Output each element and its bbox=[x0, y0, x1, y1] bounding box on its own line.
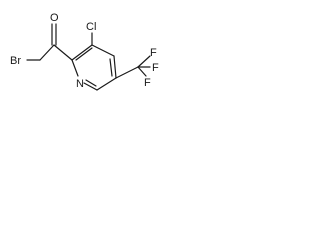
bond-c5-cf3 bbox=[115, 66, 139, 79]
atom-fluorine-bottom: F bbox=[144, 77, 151, 89]
bond-c4-c5 bbox=[113, 55, 117, 79]
bond-cf3-f-bottom bbox=[137, 66, 147, 77]
atom-fluorine-top: F bbox=[150, 47, 157, 59]
molecule-drawing: Br O Cl N F F F bbox=[10, 12, 159, 91]
atom-bromine: Br bbox=[10, 55, 21, 67]
atom-fluorine-right: F bbox=[152, 62, 159, 74]
bond-carbonyl-ring bbox=[53, 44, 73, 61]
bond-c3-c4 bbox=[91, 44, 115, 57]
atom-nitrogen: N bbox=[76, 78, 84, 90]
bond-c2-c3-inner bbox=[75, 47, 93, 61]
atom-chlorine: Cl bbox=[86, 21, 96, 33]
bond-c6-n bbox=[83, 82, 98, 91]
structure-canvas: Br O Cl N F F F bbox=[0, 0, 213, 105]
bond-c2-c3 bbox=[71, 44, 93, 61]
bond-c4-c5-inner bbox=[109, 58, 113, 77]
bond-c5-c6 bbox=[96, 77, 117, 91]
bond-cf3-f-top bbox=[137, 55, 151, 68]
atom-oxygen: O bbox=[50, 12, 59, 24]
bond-n-c2 bbox=[71, 59, 79, 77]
bond-c6-n-inner bbox=[85, 79, 97, 87]
bond-ch2-carbonyl bbox=[39, 44, 55, 61]
